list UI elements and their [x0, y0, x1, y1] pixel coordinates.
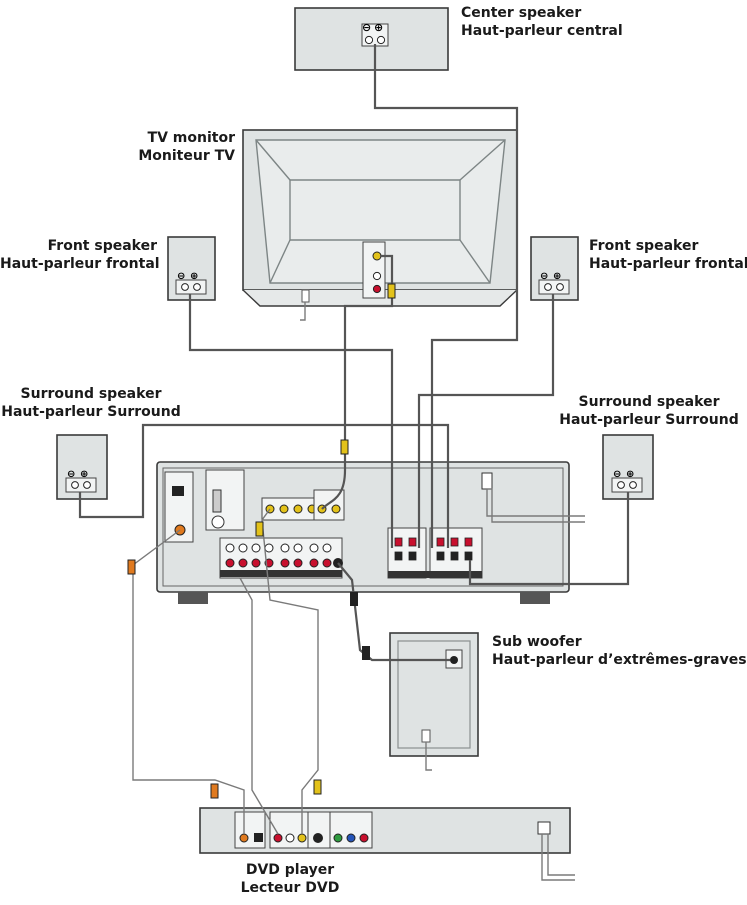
speaker-wires [78, 44, 630, 586]
front-speaker-left-label-en: Front speaker [47, 238, 157, 254]
front-speaker-right-label-fr: Haut-parleur frontal [589, 256, 747, 272]
center-speaker-plus-mark: ⊕ [374, 21, 383, 34]
surround-left-plus-mark: ⊕ [80, 469, 88, 480]
surround-speaker-right-label: Surround speaker Haut-parleur Surround [558, 393, 740, 429]
front-speaker-left-label: Front speaker Haut-parleur frontal [0, 237, 160, 273]
front-speaker-right-label: Front speaker Haut-parleur frontal [589, 237, 747, 273]
front-right-minus-mark: ⊖ [540, 271, 548, 282]
front-speaker-left-label-fr: Haut-parleur frontal [0, 256, 160, 272]
front-left-minus-mark: ⊖ [177, 271, 185, 282]
dvd-player [199, 807, 571, 854]
dvd-player-label: DVD player Lecteur DVD [220, 861, 360, 897]
center-speaker-label-fr: Haut-parleur central [461, 23, 623, 39]
surround-right-plus-mark: ⊕ [626, 469, 634, 480]
tv-monitor-label-en: TV monitor [147, 130, 235, 146]
surround-speaker-right-label-fr: Haut-parleur Surround [559, 412, 739, 428]
front-left-plus-mark: ⊕ [190, 271, 198, 282]
front-right-plus-mark: ⊕ [553, 271, 561, 282]
center-speaker-minus-mark: ⊖ [362, 21, 371, 34]
surround-speaker-left [56, 434, 108, 500]
surround-speaker-right-label-en: Surround speaker [578, 394, 720, 410]
center-speaker-label-en: Center speaker [461, 5, 582, 21]
sub-woofer-label-en: Sub woofer [492, 634, 582, 650]
surround-speaker-left-label-en: Surround speaker [20, 386, 162, 402]
center-speaker-label: Center speaker Haut-parleur central [461, 4, 623, 40]
sub-woofer [389, 632, 479, 757]
dvd-player-label-en: DVD player [245, 862, 335, 878]
av-cables [127, 254, 585, 881]
av-receiver [156, 461, 570, 604]
surround-left-minus-mark: ⊖ [67, 469, 75, 480]
tv-monitor-label-fr: Moniteur TV [138, 148, 235, 164]
center-speaker [294, 7, 449, 71]
front-speaker-left [167, 236, 216, 301]
sub-woofer-label: Sub woofer Haut-parleur d’extrêmes-grave… [492, 633, 747, 669]
front-speaker-right [530, 236, 579, 301]
surround-right-minus-mark: ⊖ [613, 469, 621, 480]
surround-speaker-right [602, 434, 654, 500]
surround-speaker-left-label: Surround speaker Haut-parleur Surround [0, 385, 182, 421]
sub-woofer-label-fr: Haut-parleur d’extrêmes-graves [492, 652, 747, 668]
dvd-player-label-fr: Lecteur DVD [240, 880, 340, 896]
tv-monitor-label: TV monitor Moniteur TV [130, 129, 235, 165]
surround-speaker-left-label-fr: Haut-parleur Surround [1, 404, 181, 420]
tv-monitor [242, 129, 518, 307]
front-speaker-right-label-en: Front speaker [589, 238, 699, 254]
